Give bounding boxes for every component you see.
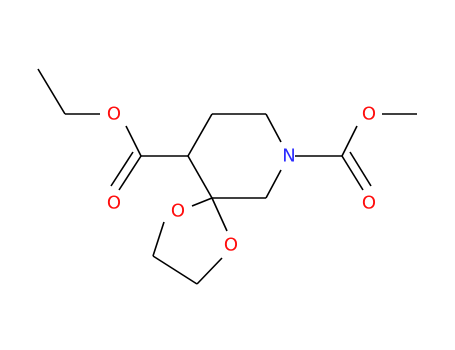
nitrogen-atom-ring: N	[282, 146, 295, 167]
bond-ch2-o-lower	[196, 257, 223, 285]
bond-ring-c10-n	[265, 113, 282, 143]
bond-ring-n-c6	[265, 169, 282, 199]
bond-ester-carbonyl-b	[110, 151, 134, 187]
oxygen-atom-methyl-ester-double: O	[362, 193, 376, 214]
oxygen-atom-ethyl-ester-single: O	[107, 104, 121, 125]
bond-o-ester-carbon	[125, 125, 142, 157]
bond-ch2-ch2	[152, 255, 198, 285]
bond-ester-carbonyl-a	[118, 155, 142, 191]
bond-spiro-o-upper	[191, 197, 213, 207]
oxygen-atom-ethyl-ester-double: O	[107, 193, 121, 214]
bond-carbamate-carbonyl-a	[341, 155, 364, 191]
oxygen-atom-dioxolane-upper: O	[171, 201, 185, 222]
bond-ethyl-ch3-ch2	[37, 68, 66, 115]
bond-spiro-o-lower	[211, 197, 228, 232]
bond-ring-spiro-c8	[187, 155, 213, 199]
bond-carbamate-carbonyl-b	[349, 151, 372, 187]
bond-carbamate-o	[341, 125, 358, 157]
bond-o-upper-ch2	[152, 221, 165, 257]
oxygen-atom-methyl-ester-single: O	[362, 104, 376, 125]
oxygen-atom-dioxolane-lower: O	[224, 235, 238, 256]
bond-ring-c8-c9	[187, 113, 213, 157]
